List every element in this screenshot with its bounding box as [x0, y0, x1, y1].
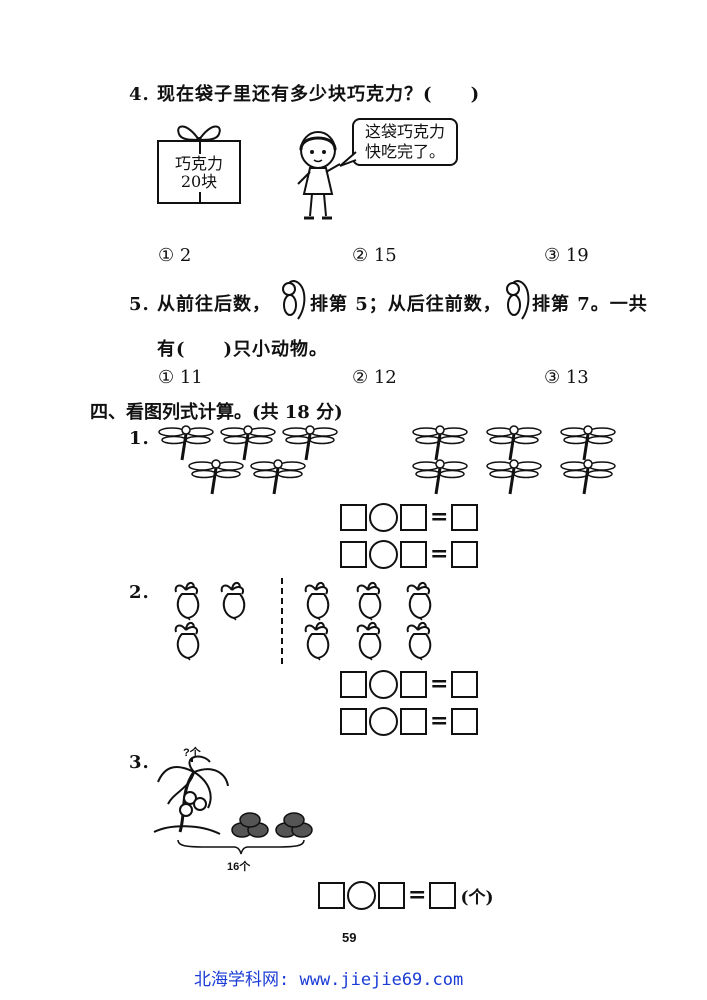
- dragonfly-icon: [220, 425, 276, 461]
- equation-1b: =: [340, 540, 479, 569]
- question-5-line2: 有( )只小动物。: [157, 339, 329, 360]
- answer-box[interactable]: [340, 541, 367, 568]
- equation-1a: =: [340, 503, 479, 532]
- dragonfly-group: [150, 420, 707, 500]
- answer-box[interactable]: [400, 504, 427, 531]
- coconut-pile: [275, 812, 313, 838]
- unit-label: (个): [460, 888, 494, 908]
- problem-2-label: 2.: [129, 582, 150, 603]
- radish-icon: [406, 582, 432, 621]
- answer-box[interactable]: [340, 708, 367, 735]
- dragonfly-icon: [486, 459, 542, 495]
- dragonfly-icon: [486, 425, 542, 461]
- q5-option-1[interactable]: ① 11: [158, 367, 203, 388]
- q4-option-2[interactable]: ② 15: [352, 245, 397, 266]
- total-brace: [177, 839, 305, 855]
- operator-circle[interactable]: [369, 670, 398, 699]
- q4-option-1[interactable]: ① 2: [158, 245, 192, 266]
- question-4-text: 4. 现在袋子里还有多少块巧克力？( ): [129, 84, 481, 105]
- box-label-line2: 20块: [178, 172, 220, 192]
- equals-sign: =: [430, 708, 449, 734]
- answer-box[interactable]: [340, 671, 367, 698]
- equation-2b: =: [340, 707, 479, 736]
- answer-box[interactable]: [451, 708, 479, 735]
- radish-icon: [304, 582, 330, 621]
- dragonfly-icon: [412, 459, 468, 495]
- bubble-line1: 这袋巧克力: [364, 122, 445, 141]
- q4-option-3[interactable]: ③ 19: [544, 245, 589, 266]
- dragonfly-icon: [282, 425, 338, 461]
- radish-icon: [174, 582, 200, 621]
- radish-icon: [304, 622, 330, 661]
- question-5-part2: 排第 5；从后往前数，: [310, 294, 502, 315]
- answer-box[interactable]: [318, 882, 345, 909]
- answer-box[interactable]: [451, 671, 479, 698]
- answer-box[interactable]: [451, 504, 479, 531]
- speech-bubble-tail: [339, 151, 357, 167]
- equals-sign: =: [430, 504, 449, 530]
- equals-sign: =: [430, 671, 449, 697]
- answer-box[interactable]: [400, 708, 427, 735]
- answer-box[interactable]: [378, 882, 405, 909]
- radish-group: [160, 576, 460, 666]
- q5-option-3[interactable]: ③ 13: [544, 367, 589, 388]
- gift-box-body: 巧克力 20块: [157, 140, 241, 204]
- radish-icon: [406, 622, 432, 661]
- section-4-title: 四、看图列式计算。(共 18 分): [90, 402, 343, 423]
- squirrel-icon: [506, 279, 530, 320]
- dragonfly-icon: [250, 459, 306, 495]
- answer-box[interactable]: [400, 541, 427, 568]
- q5-option-2[interactable]: ② 12: [352, 367, 397, 388]
- coconut-pile: [231, 812, 269, 838]
- operator-circle[interactable]: [369, 503, 398, 532]
- speech-bubble: 这袋巧克力 快吃完了。: [352, 118, 458, 166]
- equation-3: = (个): [318, 881, 494, 910]
- dragonfly-icon: [158, 425, 214, 461]
- divider-dashed-line: [281, 578, 283, 664]
- dragonfly-icon: [412, 425, 468, 461]
- operator-circle[interactable]: [347, 881, 376, 910]
- answer-box[interactable]: [400, 671, 427, 698]
- coconut-tree-illustration: [153, 755, 313, 838]
- site-footer: 北海学科网: www.jiejie69.com: [194, 970, 464, 990]
- problem-1-label: 1.: [129, 428, 150, 449]
- answer-box[interactable]: [451, 541, 479, 568]
- dragonfly-icon: [188, 459, 244, 495]
- radish-icon: [220, 582, 246, 621]
- dragonfly-icon: [560, 425, 616, 461]
- answer-box[interactable]: [429, 882, 457, 909]
- question-5-part1: 5. 从前往后数，: [129, 294, 272, 315]
- page-number: 59: [342, 930, 357, 945]
- total-count-label: 16个: [227, 861, 251, 873]
- girl-illustration: [297, 131, 341, 220]
- box-label-line1: 巧克力: [172, 154, 225, 174]
- dragonfly-icon: [560, 459, 616, 495]
- radish-icon: [356, 582, 382, 621]
- squirrel-icon: [282, 279, 306, 320]
- operator-circle[interactable]: [369, 540, 398, 569]
- problem-3-label: 3.: [129, 752, 150, 773]
- bubble-line2: 快吃完了。: [364, 142, 445, 161]
- radish-icon: [356, 622, 382, 661]
- equals-sign: =: [408, 882, 427, 908]
- chocolate-gift-box: 巧克力 20块: [157, 118, 241, 204]
- radish-icon: [174, 622, 200, 661]
- equation-2a: =: [340, 670, 479, 699]
- answer-box[interactable]: [340, 504, 367, 531]
- equals-sign: =: [430, 541, 449, 567]
- question-5-part3: 排第 7。一共: [532, 294, 648, 315]
- operator-circle[interactable]: [369, 707, 398, 736]
